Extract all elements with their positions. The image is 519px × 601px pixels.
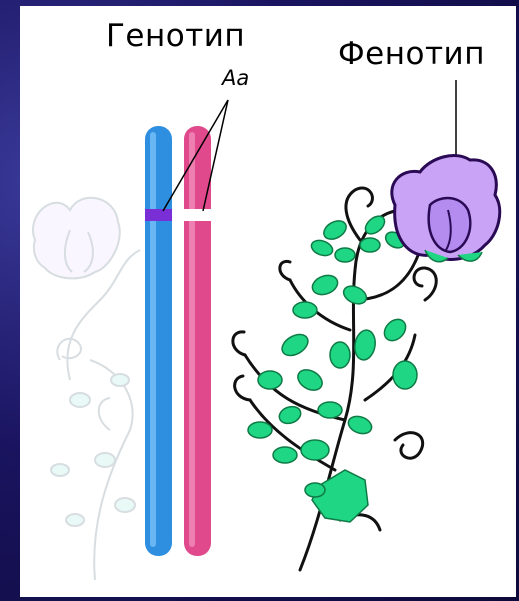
phenotype-label: Фенотип (338, 36, 485, 72)
genotype-label: Генотип (106, 18, 245, 54)
allele-band-dominant (145, 209, 172, 221)
chromosome-left (145, 126, 172, 556)
alleles-label: Aa (222, 66, 249, 90)
allele-band-recessive (184, 209, 211, 221)
faded-pea-plant-illustration (33, 198, 140, 580)
chromosome-pair (145, 126, 211, 556)
flower (392, 156, 500, 262)
